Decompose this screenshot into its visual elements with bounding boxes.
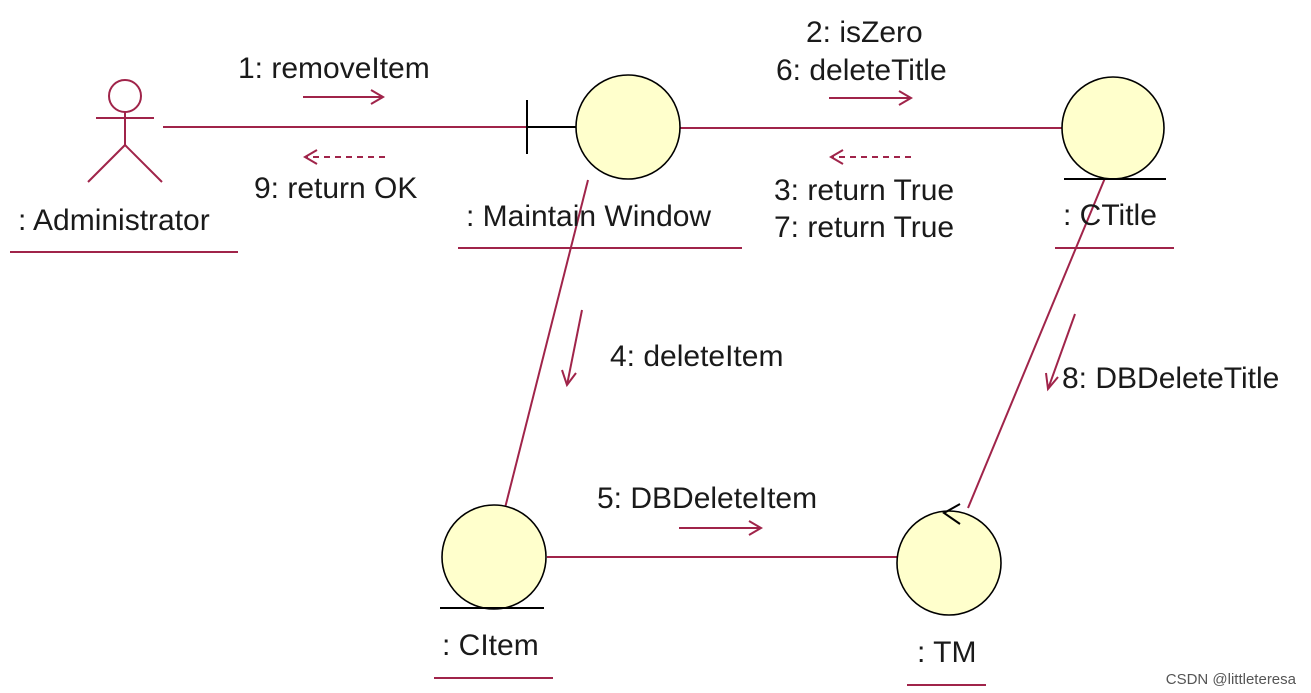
administrator-label: : Administrator bbox=[18, 204, 210, 237]
tm-control-icon[interactable] bbox=[896, 503, 1002, 616]
link-maintain-window-citem bbox=[504, 179, 589, 509]
message-7-label: 7: return True bbox=[774, 211, 954, 244]
maintain-window-boundary-icon[interactable] bbox=[526, 74, 681, 180]
message-4-arrow bbox=[561, 309, 583, 388]
message-3-7-arrow bbox=[829, 149, 911, 165]
maintain-window-label: : Maintain Window bbox=[466, 200, 711, 233]
message-8-arrow bbox=[1045, 313, 1076, 392]
message-6-label: 6: deleteTitle bbox=[776, 54, 947, 87]
citem-entity-icon[interactable] bbox=[440, 504, 547, 610]
administrator-actor-icon[interactable] bbox=[87, 79, 163, 183]
ctitle-entity-icon[interactable] bbox=[1061, 76, 1166, 180]
message-5-label: 5: DBDeleteItem bbox=[597, 482, 817, 515]
link-ctitle-tm bbox=[967, 177, 1106, 509]
ctitle-label: : CTitle bbox=[1063, 199, 1157, 232]
message-2-label: 2: isZero bbox=[806, 16, 923, 49]
message-8-label: 8: DBDeleteTitle bbox=[1062, 362, 1279, 395]
message-2-6-arrow bbox=[829, 90, 913, 106]
message-1-arrow bbox=[303, 89, 385, 105]
message-5-arrow bbox=[679, 520, 763, 536]
message-1-label: 1: removeItem bbox=[238, 52, 430, 85]
watermark: CSDN @littleteresa bbox=[1166, 671, 1297, 688]
citem-label: : CItem bbox=[442, 629, 539, 662]
message-4-label: 4: deleteItem bbox=[610, 340, 783, 373]
message-3-label: 3: return True bbox=[774, 174, 954, 207]
message-9-label: 9: return OK bbox=[254, 172, 417, 205]
tm-label: : TM bbox=[917, 636, 976, 669]
message-9-arrow bbox=[303, 149, 385, 165]
